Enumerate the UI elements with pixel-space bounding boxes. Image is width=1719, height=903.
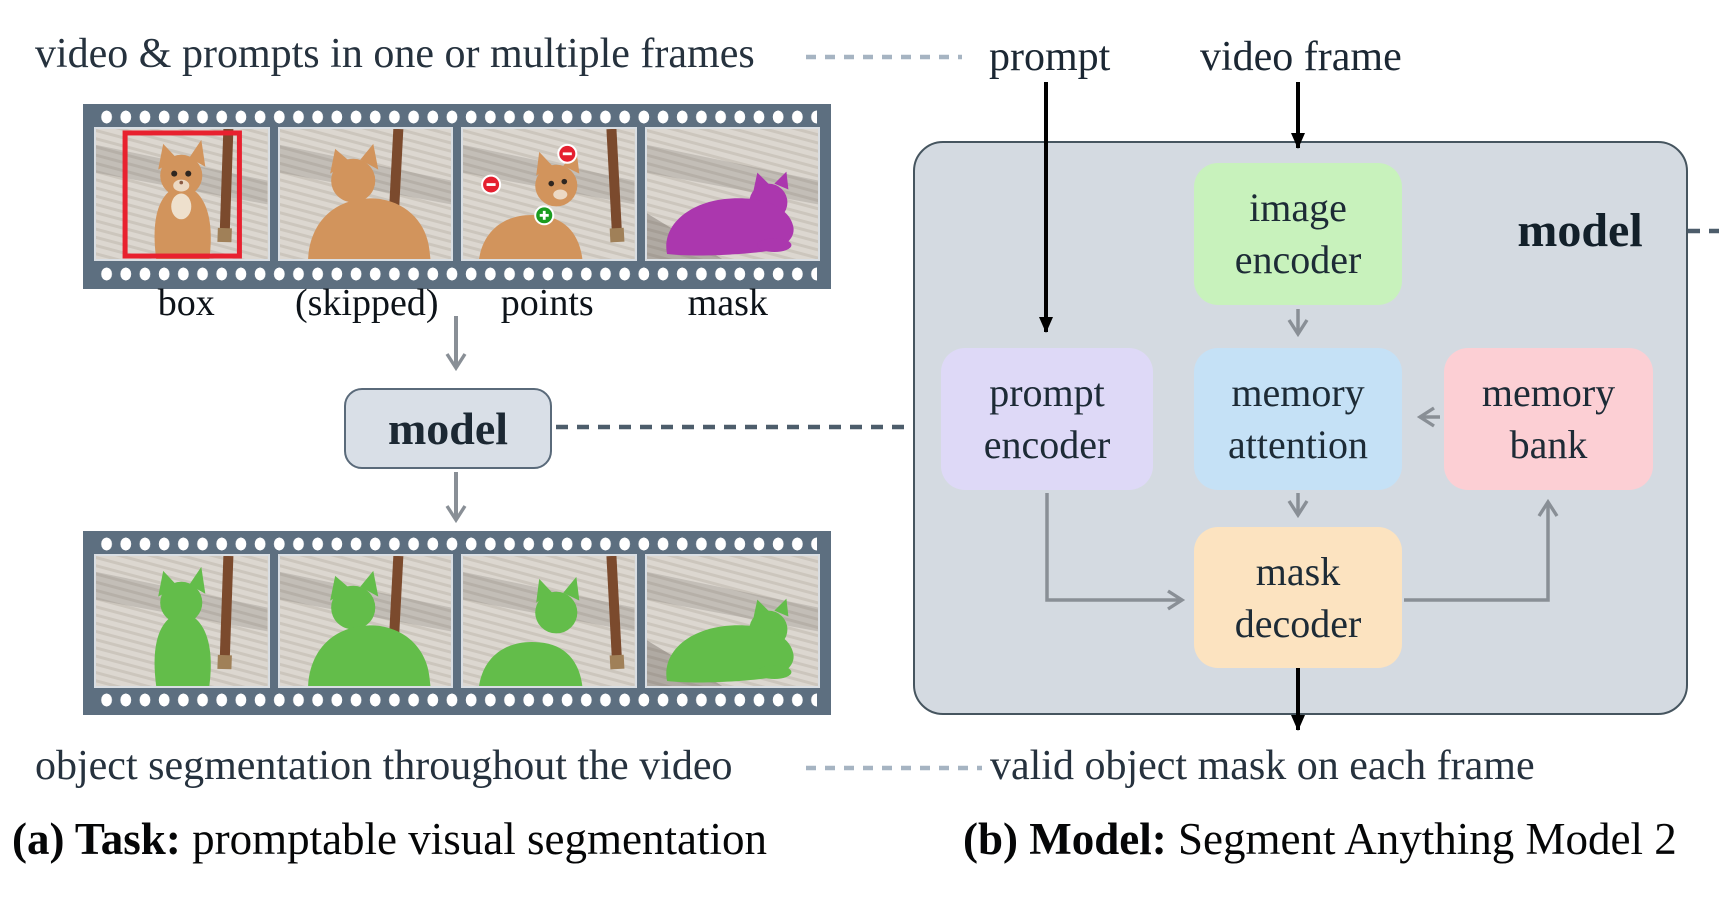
block-label-line: decoder [1234,600,1362,646]
positive-point-marker [534,205,555,226]
film-sprocket-row [97,537,817,551]
film-frame-box-prompt [94,127,270,261]
block-label-line: attention [1228,422,1368,467]
box-prompt-rect [122,130,242,259]
block-label-line: memory [1231,370,1365,415]
block-label-line: memory [1481,370,1616,415]
panel-a-output-caption: object segmentation throughout the video [35,743,733,789]
caption-a-prefix: (a) Task: [12,814,181,864]
film-sprocket-row [97,693,817,707]
block-label-line: image [1249,185,1347,230]
caption-a-text: promptable visual segmentation [192,814,767,864]
panel-a-title: video & prompts in one or multiple frame… [35,31,755,77]
frame-label-row: box (skipped) points mask [96,281,818,325]
model-box: model [344,388,552,469]
frame-label-points: points [500,282,594,324]
film-sprocket-row [97,267,817,281]
film-frame-masked-4 [644,554,820,688]
video-frame-input-label: video frame [1200,34,1402,80]
block-label-line: bank [1509,422,1588,467]
film-frame-mask-prompt [644,127,820,261]
block-label-line: mask [1255,548,1341,594]
film-frame-skipped [277,127,453,261]
model-region-label: model [1517,204,1643,257]
negative-point-marker [481,174,502,195]
block-label-line: encoder [1234,237,1362,282]
prompt-input-label: prompt [989,34,1111,80]
film-frame-points-prompt [461,127,637,261]
caption-b-text: Segment Anything Model 2 [1177,814,1677,864]
frame-label-box: box [157,282,215,324]
film-sprocket-row [97,110,817,124]
block-memory-bank: memory bank [1444,348,1653,490]
panel-b-output-caption: valid object mask on each frame [990,743,1535,789]
negative-point-marker [557,143,578,164]
caption-a: (a) Task: promptable visual segmentation [12,813,767,865]
caption-b: (b) Model: Segment Anything Model 2 [963,813,1677,865]
block-label-line: encoder [983,422,1111,467]
film-frame-masked-3 [461,554,637,688]
caption-b-prefix: (b) Model: [963,814,1167,864]
output-film-strip [83,531,831,715]
block-prompt-encoder: prompt encoder [941,348,1153,490]
film-frame-masked-2 [277,554,453,688]
block-memory-attention: memory attention [1194,348,1402,490]
model-box-label: model [387,403,509,454]
block-image-encoder: image encoder [1194,163,1402,305]
frame-label-mask: mask [687,282,768,324]
film-frame-masked-1 [94,554,270,688]
block-label-line: prompt [989,370,1105,415]
frame-label-skipped: (skipped) [294,282,439,324]
input-film-strip [83,104,831,289]
block-mask-decoder: mask decoder [1194,527,1402,668]
